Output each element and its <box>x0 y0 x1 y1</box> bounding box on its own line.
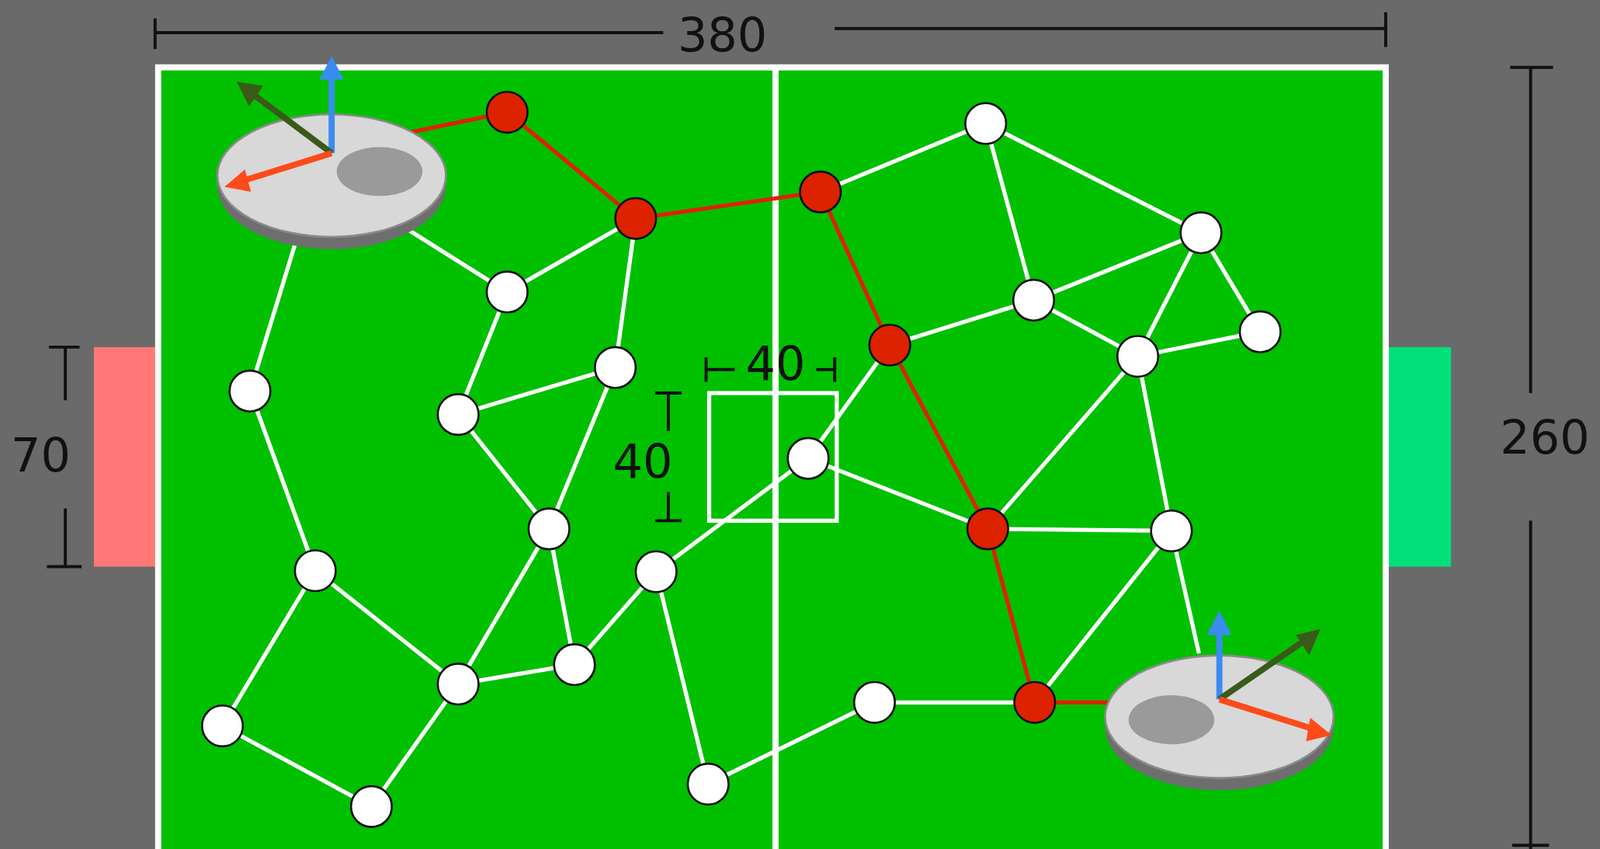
field <box>158 67 1386 849</box>
dimension-length: 380 <box>674 10 771 58</box>
dimension-lines <box>46 12 1553 849</box>
dimension-square-width: 40 <box>742 340 809 387</box>
dimension-goal-width: 70 <box>7 431 74 479</box>
path-vertices <box>486 91 1056 722</box>
center-square <box>709 392 837 521</box>
robot-right <box>1105 610 1334 790</box>
robot-left <box>217 55 446 249</box>
dimension-width: 260 <box>1496 413 1593 460</box>
planned-path <box>408 112 1133 703</box>
red-goal <box>93 347 166 567</box>
green-goal <box>1379 347 1451 567</box>
dimension-square-height: 40 <box>610 437 677 485</box>
